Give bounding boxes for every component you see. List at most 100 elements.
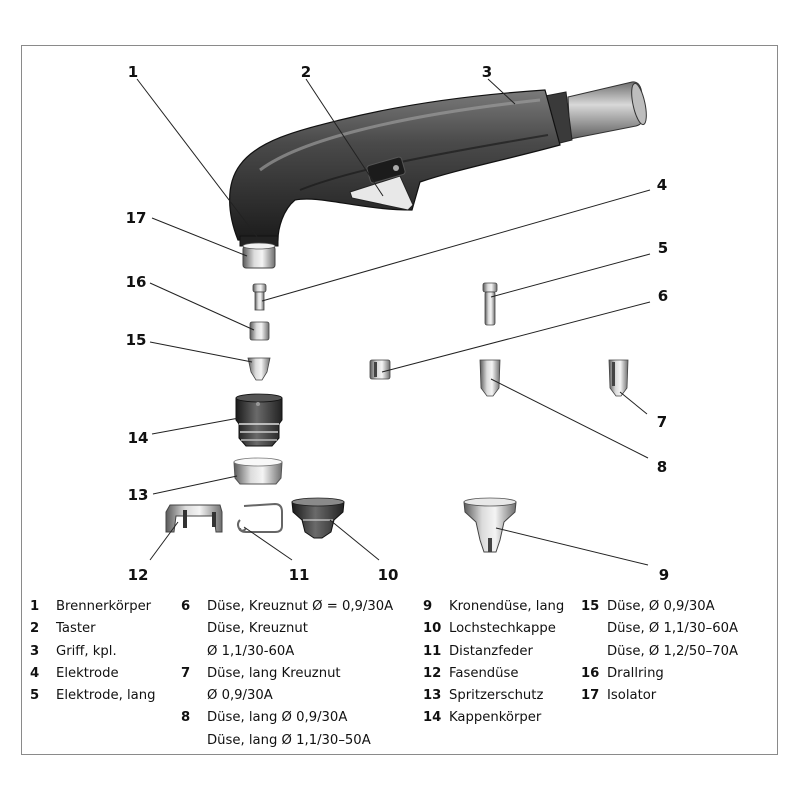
legend-entry: Düse, Ø 1,1/30–60A [581, 618, 738, 640]
callout-13: 13 [128, 486, 149, 504]
cap-body-part [235, 393, 283, 447]
legend-number: 7 [181, 665, 191, 681]
piercing-cap-part [291, 497, 345, 539]
legend-label: Kappenkörper [449, 710, 542, 726]
legend-number: 8 [181, 710, 191, 726]
leader-9 [495, 527, 649, 566]
legend-number: 4 [30, 665, 40, 681]
legend-entry: 6 Düse, Kreuznut Ø = 0,9/30A [181, 596, 393, 618]
leader-10 [329, 519, 380, 561]
leader-7 [619, 391, 648, 415]
legend-number: 9 [423, 599, 433, 614]
legend-label: Lochstechkappe [449, 621, 556, 637]
legend-label: Drallring [607, 665, 664, 681]
legend-number: 16 [581, 665, 600, 681]
leader-5 [490, 253, 651, 298]
callout-8: 8 [657, 458, 667, 476]
legend-entry: 15 Düse, Ø 0,9/30A [581, 596, 738, 618]
legend-number [181, 730, 207, 752]
electrode-long-part [482, 282, 498, 326]
electrode-part [252, 283, 267, 311]
callout-6: 6 [658, 287, 668, 305]
legend-column-2: 6 Düse, Kreuznut Ø = 0,9/30A Düse, Kreuznu… [181, 596, 393, 752]
nozzle-15-part [247, 357, 271, 381]
legend-number: 13 [423, 688, 442, 704]
legend-number [181, 641, 207, 663]
legend-number: 6 [181, 599, 191, 614]
legend-number [581, 641, 607, 663]
legend-entry: 16 Drallring [581, 663, 738, 685]
legend-entry: Düse, Ø 1,2/50–70A [581, 641, 738, 663]
legend-entry: 14 Kappenkörper [423, 707, 564, 729]
callout-4: 4 [657, 176, 667, 194]
legend-label: Düse, Ø 1,2/50–70A [607, 643, 739, 659]
leader-2 [305, 78, 384, 197]
legend-column-3: 9 Kronendüse, lang 10 Lochstechkappe 11 Dista… [423, 596, 564, 730]
callout-12: 12 [128, 566, 149, 584]
leader-11 [243, 526, 293, 561]
leader-8 [490, 378, 649, 459]
leader-15 [149, 341, 253, 363]
legend-label: Kronendüse, lang [449, 599, 565, 614]
leader-3 [487, 78, 516, 105]
legend-label: Spritzerschutz [449, 688, 544, 704]
legend-number: 10 [423, 621, 442, 637]
legend-entry: Düse, lang Ø 1,1/30–50A [181, 730, 393, 752]
torch-body [229, 81, 647, 247]
swirl-ring-part [249, 321, 270, 341]
legend-label: Distanzfeder [449, 643, 533, 659]
legend-number: 5 [30, 688, 40, 704]
callout-5: 5 [658, 239, 668, 257]
legend-label: Fasendüse [449, 665, 519, 681]
callout-17: 17 [126, 209, 147, 227]
legend-label: Griff, kpl. [56, 643, 117, 659]
leader-13 [152, 475, 238, 495]
leader-12 [149, 521, 179, 561]
legend-number: 12 [423, 665, 442, 681]
callout-7: 7 [657, 413, 667, 431]
legend-number: 1 [30, 599, 40, 614]
legend-entry: 11 Distanzfeder [423, 641, 564, 663]
callout-numbers: 1 2 3 4 5 6 7 8 9 10 11 12 13 14 15 16 1… [126, 63, 670, 584]
callout-3: 3 [482, 63, 492, 81]
callout-16: 16 [126, 273, 147, 291]
nozzle-long-8-part [479, 359, 501, 397]
legend-entry: Düse, Kreuznut [181, 618, 393, 640]
legend-number: 15 [581, 599, 600, 614]
legend-entry: 3 Griff, kpl. [30, 641, 155, 663]
leader-14 [151, 417, 240, 435]
legend-number: 11 [423, 643, 442, 659]
leader-17 [151, 217, 248, 257]
legend-number: 14 [423, 710, 442, 726]
legend-label: Taster [56, 621, 96, 637]
figure-frame [21, 45, 778, 755]
legend-column-4: 15 Düse, Ø 0,9/30A Düse, Ø 1,1/30–60A Düse,… [581, 596, 738, 707]
legend-label: Düse, Kreuznut Ø = 0,9/30A [207, 599, 394, 614]
legend-label: Düse, lang Ø 1,1/30–50A [207, 732, 371, 748]
legend-entry: 10 Lochstechkappe [423, 618, 564, 640]
isolator-part [242, 242, 276, 269]
legend-entry: Ø 1,1/30-60A [181, 641, 393, 663]
legend-label: Düse, Ø 0,9/30A [607, 599, 715, 614]
nozzle-6-part [369, 359, 391, 380]
legend-entry: 13 Spritzerschutz [423, 685, 564, 707]
splash-guard-part [233, 457, 283, 485]
callout-14: 14 [128, 429, 149, 447]
nozzle-long-7-part [608, 359, 629, 397]
crown-nozzle-part [463, 497, 517, 553]
legend-number [581, 618, 607, 640]
legend-number [181, 685, 207, 707]
legend-entry: 9 Kronendüse, lang [423, 596, 564, 618]
legend-number: 3 [30, 643, 40, 659]
legend-label: Ø 1,1/30-60A [207, 643, 295, 659]
leader-lines [136, 78, 651, 566]
legend-number [181, 618, 207, 640]
callout-1: 1 [128, 63, 138, 81]
